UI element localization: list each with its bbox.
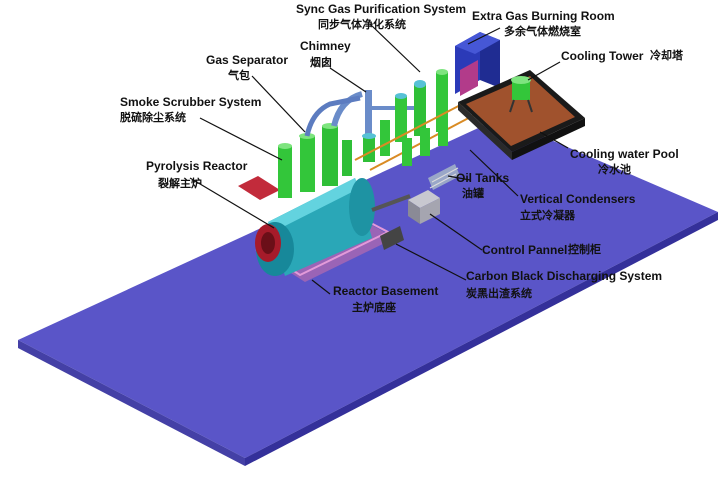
label-carbon-black-cn: 炭黑出渣系统 — [466, 287, 532, 300]
label-chimney-en: Chimney — [300, 39, 351, 53]
leader-pyrolysis — [189, 177, 275, 229]
leader-sync-gas — [369, 23, 421, 73]
label-control-pannel-en: Control Pannel — [482, 243, 568, 257]
extra-gas-burning-room — [455, 32, 500, 96]
scrubber-base — [238, 176, 280, 200]
label-condensers-en: Vertical Condensers — [520, 192, 636, 206]
label-pyrolysis-cn: 裂解主炉 — [158, 177, 202, 190]
label-reactor-basement-cn: 主炉底座 — [352, 301, 396, 314]
label-sync-gas-cn: 同步气体净化系统 — [318, 18, 406, 31]
label-pyrolysis-en: Pyrolysis Reactor — [146, 159, 248, 173]
platform-right-face — [245, 212, 718, 466]
leader-extra-gas — [467, 27, 501, 45]
carbon-black-discharge — [371, 194, 411, 250]
leader-chimney — [329, 67, 367, 93]
leader-cooling-pool — [539, 131, 569, 149]
label-cooling-tower-en: Cooling Tower — [561, 49, 644, 63]
label-cooling-pool-en: Cooling water Pool — [570, 147, 679, 161]
label-oil-tanks-en: Oil Tanks — [456, 171, 510, 185]
platform-left-face — [18, 340, 245, 466]
label-cooling-tower-cn: 冷却塔 — [650, 49, 683, 62]
leader-lines — [189, 23, 569, 295]
label-carbon-black-en: Carbon Black Discharging System — [466, 269, 663, 283]
pyrolysis-reactor — [255, 178, 375, 276]
label-smoke-scrubber-cn: 脱硫除尘系统 — [120, 111, 186, 124]
label-cooling-pool-cn: 冷水池 — [598, 163, 631, 176]
label-sync-gas-en: Sync Gas Purification System — [296, 2, 467, 16]
label-condensers-cn: 立式冷凝器 — [520, 209, 575, 222]
label-smoke-scrubber-en: Smoke Scrubber System — [120, 95, 262, 109]
leader-reactor-basement — [311, 279, 331, 295]
cooling-tower — [509, 76, 533, 113]
label-oil-tanks-cn: 油罐 — [462, 187, 484, 200]
leader-condensers — [469, 149, 519, 197]
label-extra-gas-en: Extra Gas Burning Room — [472, 9, 615, 23]
ground-platform — [18, 118, 718, 466]
leader-cooling-tower — [527, 61, 561, 81]
control-pannel — [408, 190, 440, 224]
label-chimney-cn: 烟囱 — [310, 56, 332, 69]
sync-gas-purification — [362, 69, 448, 162]
leader-oil-tanks — [447, 175, 471, 181]
label-reactor-basement-en: Reactor Basement — [333, 284, 439, 298]
label-control-pannel-cn: 控制柜 — [568, 243, 601, 256]
label-gas-separator-en: Gas Separator — [206, 53, 289, 67]
label-gas-separator-cn: 气包 — [228, 69, 250, 82]
platform-top-face — [18, 118, 718, 458]
label-extra-gas-cn: 多余气体燃烧室 — [504, 25, 581, 38]
leader-carbon-black — [395, 243, 467, 281]
leader-gas-separator — [251, 75, 306, 133]
cooling-water-pool — [458, 70, 585, 160]
leader-smoke-scrubber — [199, 117, 283, 161]
leader-control-pannel — [429, 213, 483, 251]
